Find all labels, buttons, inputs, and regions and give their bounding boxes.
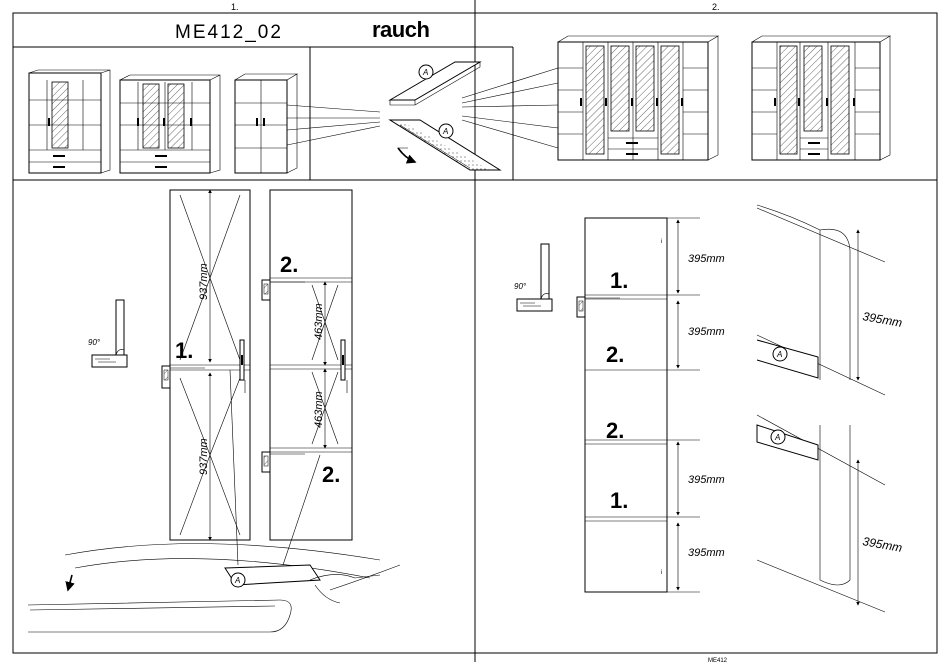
dim-drawer-gap-2: 463mm bbox=[313, 391, 325, 428]
set-square-tool-left: 90° bbox=[88, 300, 127, 367]
corner-detail-upper: A 395mm bbox=[757, 205, 903, 395]
panel-side-left: 937mm 937mm 1. bbox=[170, 190, 250, 540]
step-one-label: 1. bbox=[231, 2, 239, 12]
panel-side-right: 463mm 463mm 2. 2. bbox=[270, 190, 352, 540]
shelf-position-one-lower: 1. bbox=[610, 488, 628, 513]
shelf-position-two-bottom: 2. bbox=[322, 462, 340, 487]
corner-detail-lower: A 395mm bbox=[757, 415, 903, 612]
shelf-board-bottom: A bbox=[390, 120, 500, 170]
dim-drawer-gap-1: 463mm bbox=[313, 303, 325, 340]
dim-shelf-gap-6: 395mm bbox=[861, 534, 903, 555]
step-two-label: 2. bbox=[712, 2, 720, 12]
svg-text:i: i bbox=[661, 570, 662, 576]
wardrobe-variant-plain bbox=[235, 74, 297, 173]
part-a-marker-4: A bbox=[776, 350, 782, 359]
shelf-position-one-left: 1. bbox=[175, 338, 193, 363]
shelf-board-top: A bbox=[390, 62, 480, 105]
shelf-position-two-lower: 2. bbox=[606, 418, 624, 443]
dim-shelf-gap-5: 395mm bbox=[861, 309, 903, 330]
brand-logo: rauch bbox=[372, 17, 429, 42]
shelf-position-two-upper: 2. bbox=[606, 342, 624, 367]
angle-label-right: 90° bbox=[514, 282, 527, 291]
set-square-tool-right: 90° bbox=[514, 244, 552, 311]
wardrobe-variant-small bbox=[29, 70, 110, 173]
dim-shelf-gap-1: 395mm bbox=[688, 253, 725, 265]
wardrobe-four-door-mirror bbox=[752, 36, 890, 160]
svg-text:i: i bbox=[661, 239, 662, 245]
footer-code: ME412 bbox=[708, 658, 728, 664]
panel-tall-right: 1. 2. 2. 1. i i bbox=[585, 218, 667, 592]
part-a-marker-3: A bbox=[234, 576, 240, 585]
part-a-marker-5: A bbox=[774, 433, 780, 442]
dim-door-height-1: 937mm bbox=[198, 263, 210, 300]
leader-lines-left bbox=[287, 105, 380, 145]
wardrobe-variant-large bbox=[120, 75, 220, 173]
dim-door-height-2: 937mm bbox=[198, 438, 210, 475]
dimension-lines-tall: 395mm 395mm 395mm 395mm bbox=[667, 218, 725, 592]
dim-shelf-gap-4: 395mm bbox=[688, 547, 725, 559]
wardrobe-five-door-mirror bbox=[558, 36, 718, 160]
part-a-marker-1: A bbox=[422, 68, 428, 77]
leader-lines-right bbox=[462, 68, 558, 148]
part-a-marker-2: A bbox=[442, 127, 448, 136]
dim-shelf-gap-2: 395mm bbox=[688, 326, 725, 338]
shelf-position-two-top: 2. bbox=[280, 252, 298, 277]
model-code: ME412_02 bbox=[175, 22, 283, 43]
dim-shelf-gap-3: 395mm bbox=[688, 474, 725, 486]
angle-label-left: 90° bbox=[88, 338, 101, 347]
shelf-position-one-upper: 1. bbox=[610, 268, 628, 293]
